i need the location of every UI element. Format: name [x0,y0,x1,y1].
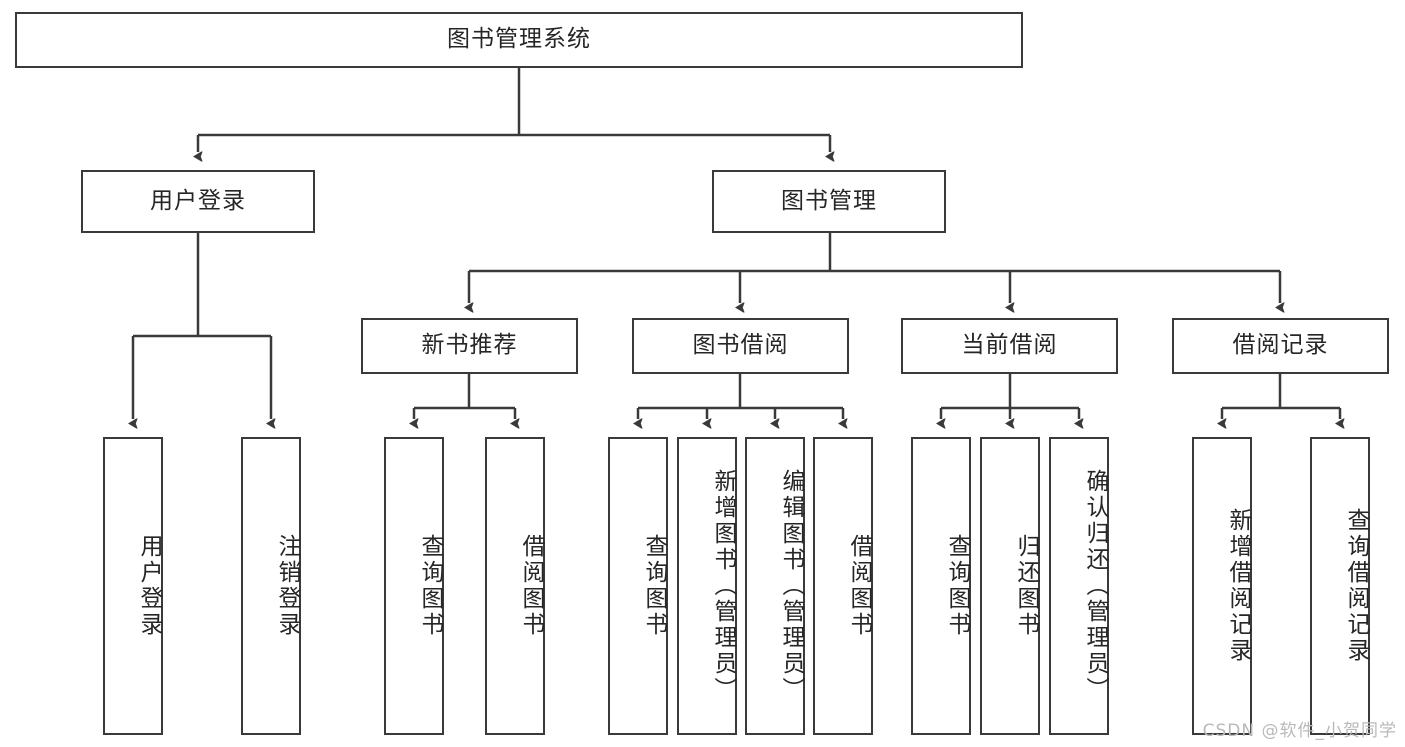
node-current-borrow[interactable]: 当前借阅 [901,318,1118,374]
leaf-return-book[interactable]: 归还图书 [980,437,1040,735]
node-root-system[interactable]: 图书管理系统 [15,12,1023,68]
leaf-confirm-return-admin[interactable]: 确认归还（管理员） [1049,437,1109,735]
node-new-book-recommend[interactable]: 新书推荐 [361,318,578,374]
leaf-label: 查询图书 [944,534,970,638]
leaf-borrow-book-new[interactable]: 借阅图书 [485,437,545,735]
leaf-add-borrow-record[interactable]: 新增借阅记录 [1192,437,1252,735]
leaf-query-borrow-record[interactable]: 查询借阅记录 [1310,437,1370,735]
node-book-management[interactable]: 图书管理 [712,170,946,233]
node-borrow-record[interactable]: 借阅记录 [1172,318,1389,374]
leaf-borrow-book[interactable]: 借阅图书 [813,437,873,735]
leaf-label: 查询借阅记录 [1343,508,1369,664]
leaf-label: 确认归还（管理员） [1082,469,1108,703]
leaf-label: 用户登录 [136,534,162,638]
node-user-login[interactable]: 用户登录 [81,170,315,233]
leaf-label: 查询图书 [641,534,667,638]
leaf-label: 编辑图书（管理员） [778,469,804,703]
node-book-borrow[interactable]: 图书借阅 [632,318,849,374]
leaf-label: 借阅图书 [846,534,872,638]
leaf-user-login[interactable]: 用户登录 [103,437,163,735]
leaf-label: 注销登录 [274,534,300,638]
leaf-query-book-borrow[interactable]: 查询图书 [608,437,668,735]
leaf-label: 归还图书 [1013,534,1039,638]
leaf-query-book-new[interactable]: 查询图书 [384,437,444,735]
leaf-query-book-current[interactable]: 查询图书 [911,437,971,735]
watermark-text: CSDN @软件_小贺同学 [1202,721,1397,741]
leaf-logout[interactable]: 注销登录 [241,437,301,735]
leaf-label: 借阅图书 [518,534,544,638]
leaf-edit-book-admin[interactable]: 编辑图书（管理员） [745,437,805,735]
leaf-add-book-admin[interactable]: 新增图书（管理员） [677,437,737,735]
leaf-label: 查询图书 [417,534,443,638]
leaf-label: 新增图书（管理员） [710,469,736,703]
leaf-label: 新增借阅记录 [1225,508,1251,664]
